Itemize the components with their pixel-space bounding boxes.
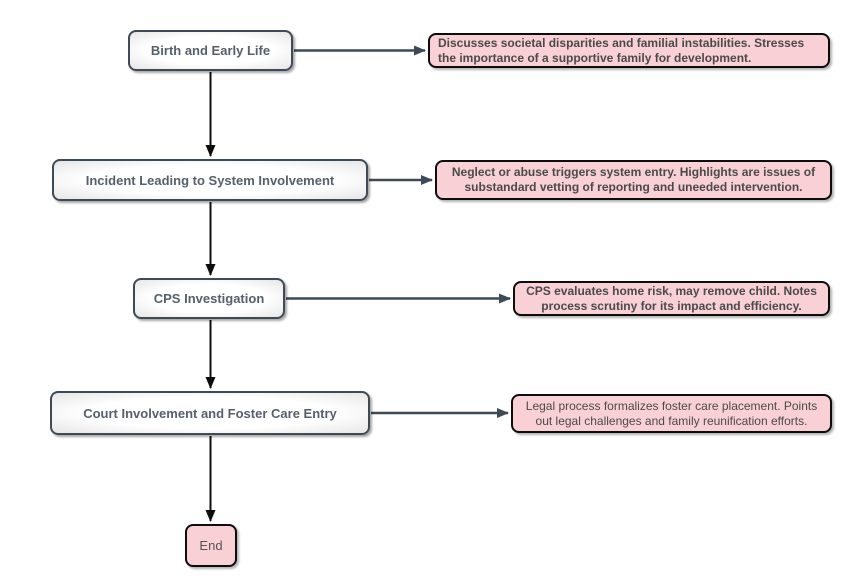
annotation-text: CPS evaluates home risk, may remove chil… [526,283,817,313]
node-incident-leading-to-system-involvement: Incident Leading to System Involvement [52,159,368,201]
annotation-court-involvement: Legal process formalizes foster care pla… [511,394,832,433]
node-birth-and-early-life: Birth and Early Life [128,30,293,71]
node-label: CPS Investigation [153,291,265,306]
annotation-incident: Neglect or abuse triggers system entry. … [435,160,832,200]
node-label: End [199,538,223,553]
node-label: Incident Leading to System Involvement [85,172,335,188]
node-label: Birth and Early Life [150,43,271,58]
node-label: Court Involvement and Foster Care Entry [83,405,337,421]
annotation-cps-investigation: CPS evaluates home risk, may remove chil… [513,281,830,316]
node-court-involvement-and-foster-care-entry: Court Involvement and Foster Care Entry [50,391,370,435]
node-cps-investigation: CPS Investigation [133,278,285,319]
annotation-text: Discusses societal disparities and famil… [438,35,805,65]
annotation-text: Neglect or abuse triggers system entry. … [451,165,816,194]
node-end: End [185,524,237,567]
annotation-text: Legal process formalizes foster care pla… [525,398,818,428]
annotation-birth-and-early-life: Discusses societal disparities and famil… [428,33,830,68]
